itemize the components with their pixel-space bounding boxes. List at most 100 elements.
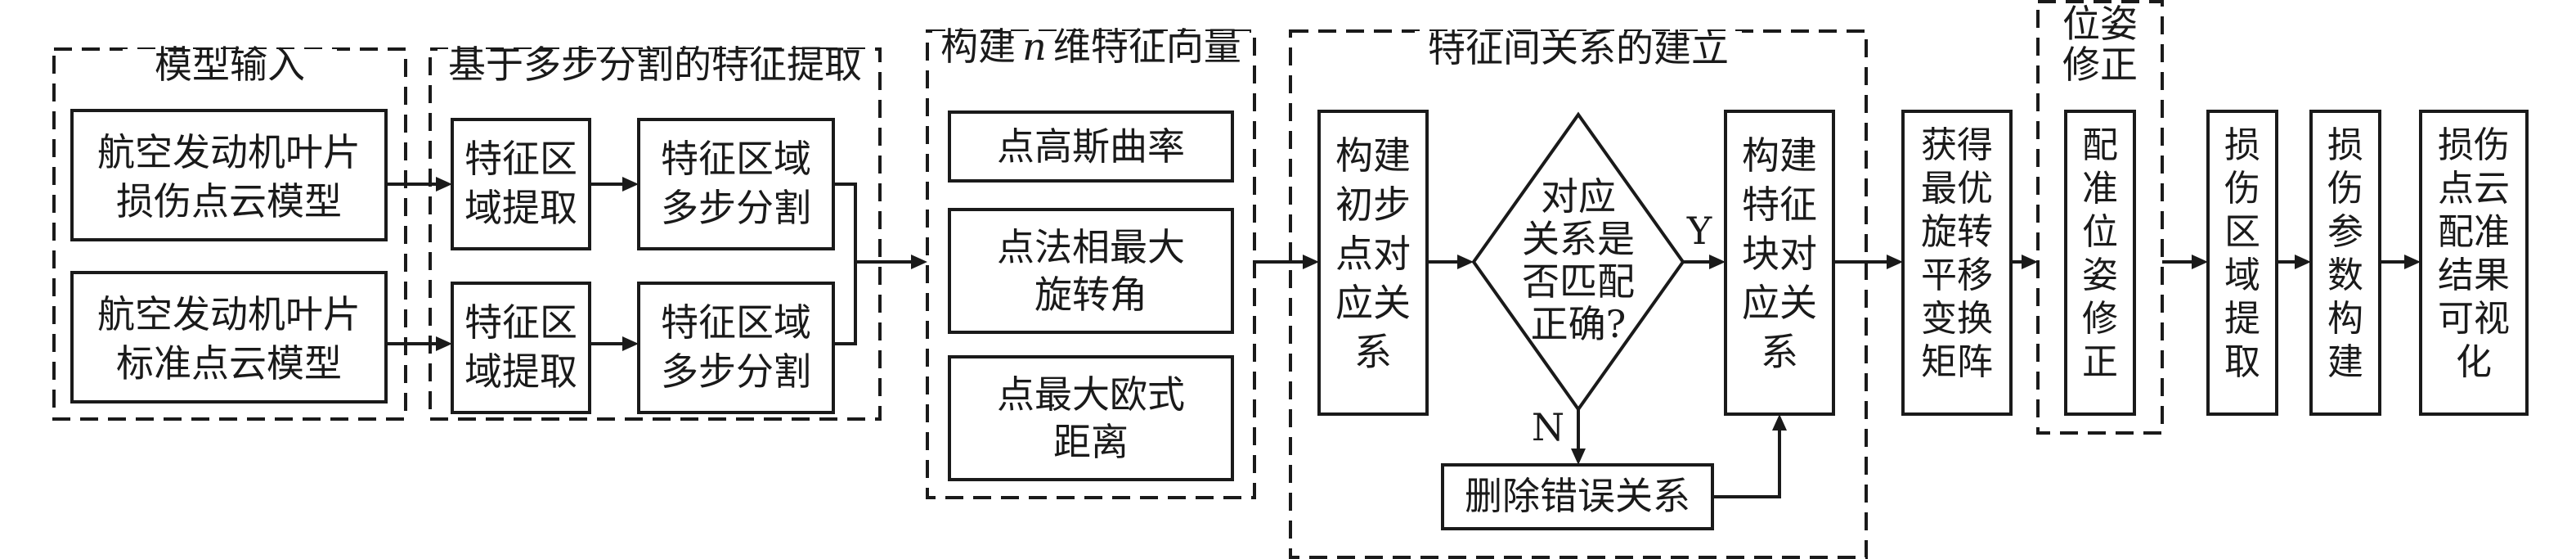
frame-feature-vector xyxy=(926,29,1256,499)
damage-extract-line-6: 取 xyxy=(2224,341,2260,383)
block-pairs-line-2: 特征 xyxy=(1742,183,1817,227)
section-title-prefix: 构建 xyxy=(940,25,1016,69)
result-visual-line-3: 配准 xyxy=(2438,211,2510,253)
gauss-curvature-label: 点高斯曲率 xyxy=(997,124,1185,169)
block-pairs-line-3: 块对 xyxy=(1742,232,1817,276)
damaged-model-box xyxy=(70,109,388,241)
result-visual-line-6: 化 xyxy=(2456,341,2492,383)
pose-correction-line-6: 正 xyxy=(2082,341,2118,383)
euclid-distance-line-1: 点最大欧式 xyxy=(997,372,1185,417)
best-transform-line-6: 矩阵 xyxy=(1921,341,1993,383)
best-transform-line-5: 变换 xyxy=(1921,298,1993,340)
region-extract-box-2 xyxy=(451,282,591,414)
region-split-box-1 xyxy=(637,118,835,250)
pose-correction-line-4: 姿 xyxy=(2082,255,2118,296)
best-transform-line-3: 旋转 xyxy=(1921,211,1993,253)
connector-delete-to-block xyxy=(1712,429,1781,498)
best-transform-line-4: 平移 xyxy=(1921,255,1993,296)
block-pairs-line-5: 系 xyxy=(1761,330,1798,374)
damage-extract-line-3: 区 xyxy=(2224,211,2260,253)
result-visual-line-5: 可视 xyxy=(2438,298,2510,340)
region-extract-2-line-1: 特征区 xyxy=(464,300,577,345)
param-build-line-6: 建 xyxy=(2327,341,2363,383)
euclid-distance-box xyxy=(948,355,1234,481)
region-extract-1-line-2: 域提取 xyxy=(464,186,577,230)
normal-angle-line-1: 点法相最大 xyxy=(997,225,1185,269)
initial-pairs-line-2: 初步 xyxy=(1335,183,1411,227)
arrowhead xyxy=(1303,255,1319,269)
damage-extract-line-5: 提 xyxy=(2224,298,2260,340)
section-title-n: n xyxy=(1022,25,1047,69)
param-build-box xyxy=(2309,110,2381,416)
arrowhead xyxy=(436,336,452,351)
arrowhead xyxy=(436,177,452,192)
param-build-line-5: 构 xyxy=(2327,298,2363,340)
arrowhead xyxy=(2192,255,2208,269)
pose-correction-line-1: 配 xyxy=(2082,124,2118,166)
result-visual-box xyxy=(2419,110,2529,416)
yes-label: Y xyxy=(1686,209,1712,253)
arrowhead xyxy=(2022,255,2038,269)
arrowhead xyxy=(1709,255,1726,269)
connector-split-merge xyxy=(833,183,857,345)
initial-pairs-line-4: 应关 xyxy=(1335,281,1411,325)
pose-correction-line-5: 修 xyxy=(2082,298,2118,340)
arrowhead xyxy=(622,177,639,192)
damage-extract-line-2: 伤 xyxy=(2224,168,2260,210)
best-transform-line-2: 最优 xyxy=(1921,168,1993,210)
damaged-model-line-2: 损伤点云模型 xyxy=(116,179,342,223)
result-visual-line-2: 点云 xyxy=(2438,168,2510,210)
arrowhead xyxy=(2295,255,2311,269)
pose-correction-line-2: 准 xyxy=(2082,168,2118,210)
frame-pose xyxy=(2036,0,2164,435)
section-title-relation: 特征间关系的建立 xyxy=(1428,26,1729,70)
initial-pairs-line-5: 系 xyxy=(1354,330,1392,374)
arrowhead xyxy=(1571,449,1586,465)
arrowhead xyxy=(1457,255,1474,269)
result-visual-line-4: 结果 xyxy=(2438,255,2510,296)
standard-model-line-1: 航空发动机叶片 xyxy=(97,292,361,336)
damage-extract-line-1: 损 xyxy=(2224,124,2260,166)
region-split-box-2 xyxy=(637,282,835,414)
delete-wrong-label: 删除错误关系 xyxy=(1465,474,1690,518)
standard-model-line-2: 标准点云模型 xyxy=(116,341,342,385)
decision-line-3: 否匹配 xyxy=(1522,259,1635,304)
damaged-model-line-1: 航空发动机叶片 xyxy=(97,130,361,174)
euclid-distance-line-2: 距离 xyxy=(1053,420,1129,464)
normal-angle-line-2: 旋转角 xyxy=(1034,273,1147,317)
decision-line-1: 对应 xyxy=(1541,174,1616,219)
normal-angle-box xyxy=(948,208,1234,334)
decision-line-2: 关系是 xyxy=(1522,217,1635,261)
param-build-line-2: 伤 xyxy=(2327,168,2363,210)
region-split-2-line-1: 特征区域 xyxy=(661,300,811,345)
no-label: N xyxy=(1532,405,1564,449)
damage-extract-line-4: 域 xyxy=(2224,255,2260,296)
gauss-curvature-box xyxy=(948,110,1234,183)
decision-line-4: 正确? xyxy=(1531,302,1627,346)
arrowhead xyxy=(2404,255,2421,269)
region-split-2-line-2: 多步分割 xyxy=(661,349,811,394)
block-pairs-box xyxy=(1724,110,1835,416)
section-title-pose-1: 位姿 xyxy=(2062,2,2138,46)
arrowhead xyxy=(1772,414,1787,431)
standard-model-box xyxy=(70,271,388,403)
block-pairs-line-1: 构建 xyxy=(1742,133,1817,178)
param-build-line-1: 损 xyxy=(2327,124,2363,166)
section-title-suffix: 维特征向量 xyxy=(1053,25,1241,69)
section-title-feature-extraction: 基于多步分割的特征提取 xyxy=(448,43,862,87)
arrowhead xyxy=(911,255,927,269)
best-transform-line-1: 获得 xyxy=(1921,124,1993,166)
param-build-line-3: 参 xyxy=(2327,211,2363,253)
damage-extract-box xyxy=(2206,110,2278,416)
region-split-1-line-2: 多步分割 xyxy=(661,186,811,230)
region-split-1-line-1: 特征区域 xyxy=(661,137,811,181)
best-transform-box xyxy=(1901,110,2013,416)
param-build-line-4: 数 xyxy=(2327,255,2363,296)
initial-pairs-line-1: 构建 xyxy=(1335,133,1411,178)
arrowhead xyxy=(622,336,639,351)
region-extract-2-line-2: 域提取 xyxy=(464,349,577,394)
section-title-model-input: 模型输入 xyxy=(155,43,305,87)
region-extract-1-line-1: 特征区 xyxy=(464,137,577,181)
